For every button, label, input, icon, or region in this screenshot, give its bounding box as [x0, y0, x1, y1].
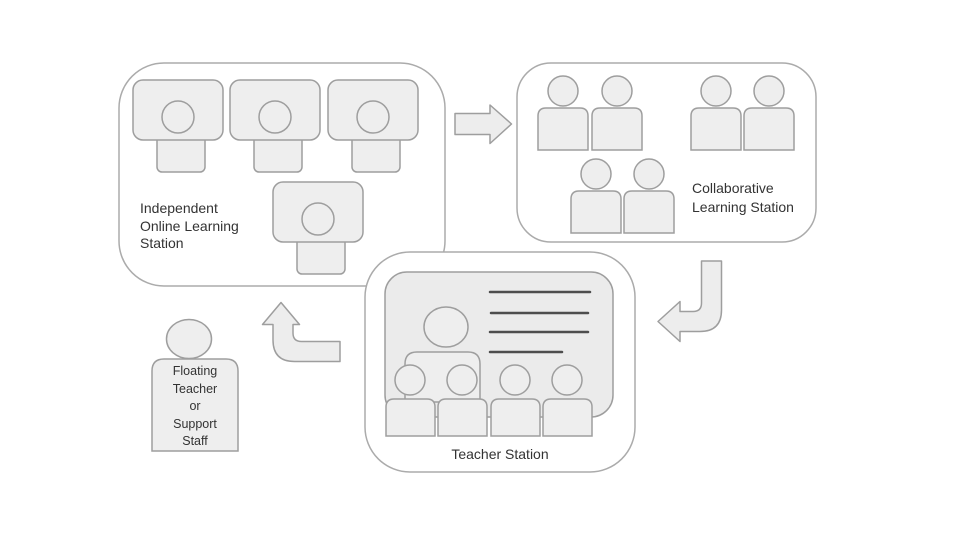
teacher-station-label: Teacher Station: [451, 446, 549, 462]
collaborative-station-label: Collaborative Learning Station: [692, 180, 794, 215]
curved-arrow-down-left-icon: [657, 260, 723, 343]
curved-arrow-up-icon: [261, 301, 341, 363]
independent-station-label: Independent Online Learning Station: [140, 200, 239, 251]
arrow-right-icon: [454, 104, 513, 145]
floating-staff-label: Floating Teacher or Support Staff: [172, 364, 218, 448]
floating-staff-icon: [151, 318, 239, 452]
